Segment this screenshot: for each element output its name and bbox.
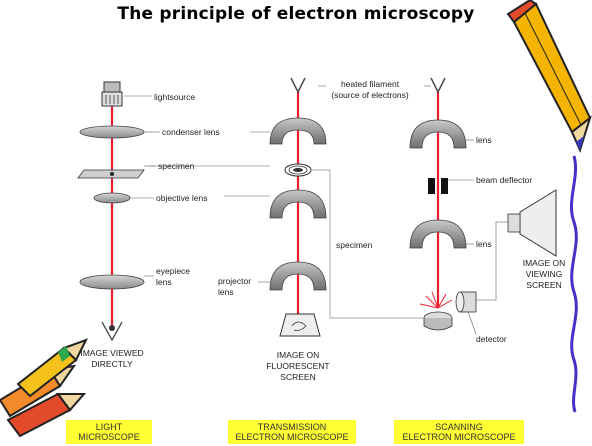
- light-caption-line2: MICROSCOPE: [78, 432, 140, 442]
- sem-lens-top-label: lens: [476, 135, 492, 145]
- light-caption-line1: LIGHT: [95, 422, 123, 432]
- tem-specimen-label: specimen: [336, 240, 373, 250]
- tem-objective-magnet: [269, 189, 327, 219]
- slide-title: The principle of electron microscopy: [117, 4, 475, 24]
- light-microscope-caption: LIGHT MICROSCOPE: [66, 420, 152, 444]
- sem-lens-mid-label: lens: [476, 239, 492, 249]
- viewing-screen-icon: [507, 189, 557, 257]
- eyepiece-label-line1: eyepiece: [156, 266, 191, 276]
- sem-caption-line1: SCANNING: [435, 422, 483, 432]
- filament-label-line1: heated filament: [340, 79, 400, 89]
- sem-lens-magnet-top: [409, 119, 467, 149]
- tem-image-label-line3: SCREEN: [280, 372, 316, 382]
- light-image-label-line1: IMAGE VIEWED: [80, 348, 144, 358]
- light-specimen-label: specimen: [158, 161, 195, 171]
- sem-screen-label-line1: IMAGE ON: [522, 258, 566, 268]
- tem-column: [150, 77, 331, 337]
- filament-label-line2: (source of electrons): [331, 90, 409, 100]
- condenser-lens: [79, 125, 145, 139]
- pencil-clipart-bottom-left: [0, 338, 89, 438]
- fluorescent-screen-icon: [279, 313, 321, 337]
- tem-condenser-magnet: [269, 117, 327, 145]
- sem-column: [329, 77, 557, 335]
- beam-deflector-label: beam deflector: [476, 175, 533, 185]
- beam-deflector: [428, 178, 435, 194]
- tem-image-label-line1: IMAGE ON: [276, 350, 320, 360]
- tem-image-label-line2: FLUORESCENT: [266, 361, 330, 371]
- condenser-lens-label: condenser lens: [162, 127, 220, 137]
- sem-screen-label-line3: SCREEN: [526, 280, 562, 290]
- decorative-border: [569, 155, 578, 413]
- sem-lens-magnet-mid: [409, 219, 467, 249]
- objective-lens: [93, 192, 131, 204]
- eye-icon: [101, 321, 123, 342]
- tem-caption-line1: TRANSMISSION: [257, 422, 327, 432]
- light-source-label: lightsource: [154, 92, 196, 102]
- detector-icon: [455, 291, 477, 313]
- sem-caption-line2: ELECTRON MICROSCOPE: [402, 432, 516, 442]
- light-source-icon: [101, 81, 123, 107]
- sem-filament-icon: [430, 77, 446, 94]
- projector-lens-label-line1: projector: [218, 276, 252, 286]
- tem-filament-icon: [290, 77, 306, 94]
- projector-lens-label-line2: lens: [218, 287, 234, 297]
- pencil-clipart-top-right: [506, 0, 592, 153]
- objective-lens-label: objective lens: [156, 193, 208, 203]
- tem-specimen-icon: [284, 163, 312, 177]
- eyepiece-lens: [79, 274, 145, 290]
- sem-caption: SCANNING ELECTRON MICROSCOPE: [394, 420, 524, 444]
- tem-projector-magnet: [269, 261, 327, 291]
- tem-caption: TRANSMISSION ELECTRON MICROSCOPE: [228, 420, 356, 444]
- light-image-label-line2: DIRECTLY: [91, 359, 133, 369]
- light-microscope-column: [77, 81, 160, 342]
- sem-screen-label-line2: VIEWING: [525, 269, 563, 279]
- detector-label: detector: [476, 334, 507, 344]
- sem-specimen-stage: [419, 291, 453, 331]
- tem-caption-line2: ELECTRON MICROSCOPE: [235, 432, 349, 442]
- eyepiece-label-line2: lens: [156, 277, 172, 287]
